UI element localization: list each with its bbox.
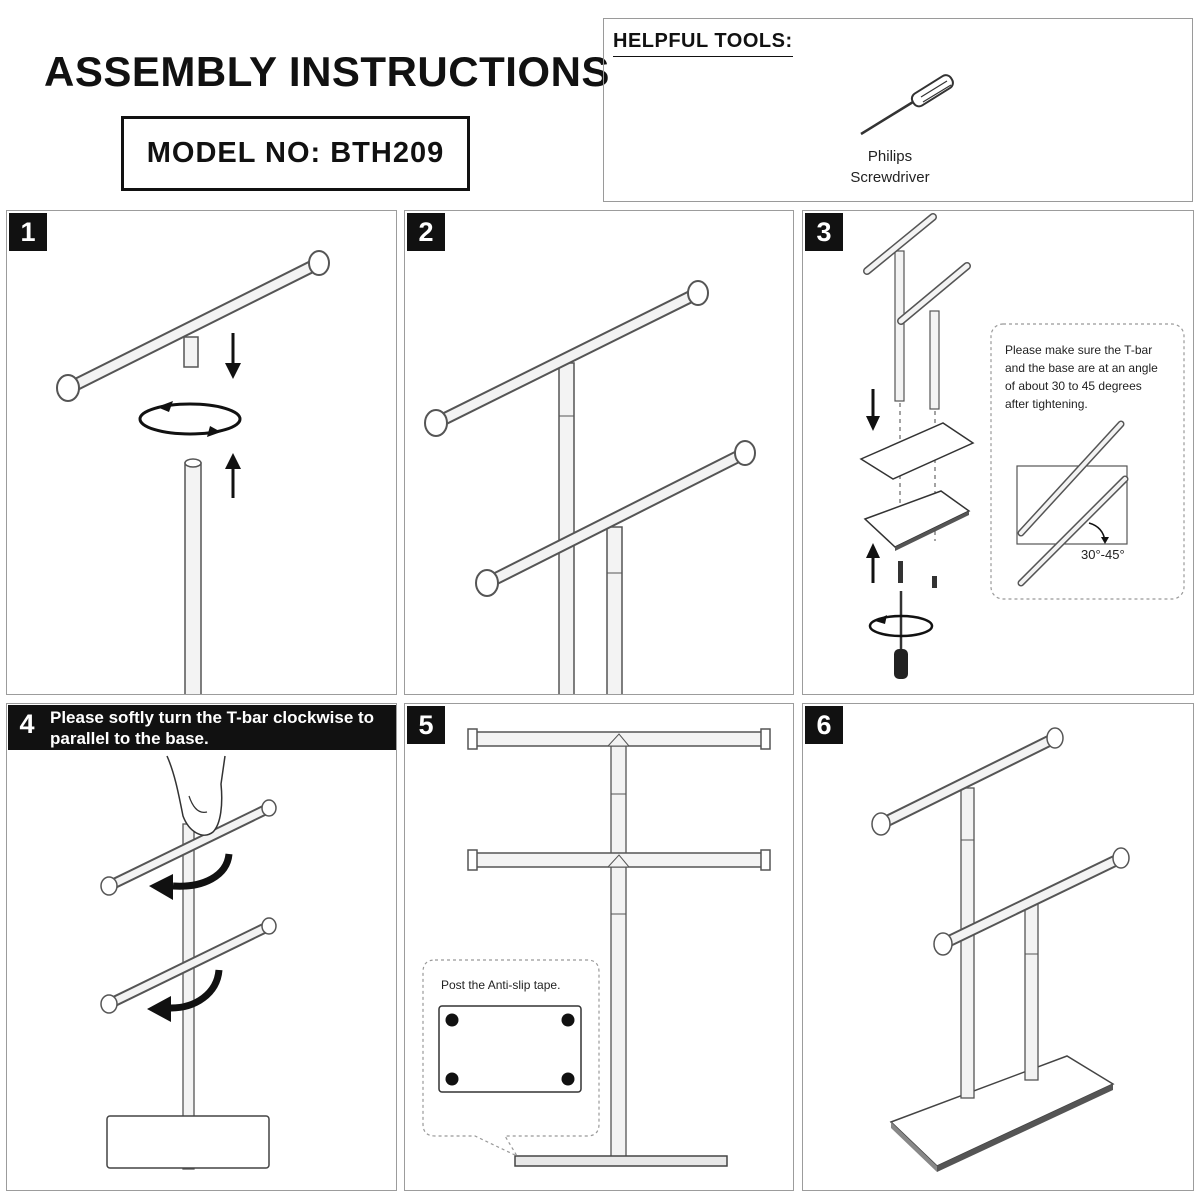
model-number-box: MODEL NO: BTH209 xyxy=(121,116,470,191)
model-number-label: MODEL NO: BTH209 xyxy=(146,137,445,169)
step-3-panel: 3 Please make sure the T-bar and the bas… xyxy=(802,210,1194,695)
step-5-number: 5 xyxy=(407,706,445,744)
step-3-note-line1: Please make sure the T-bar xyxy=(1005,343,1153,357)
step-4-panel xyxy=(6,703,397,1191)
step-6-illustration xyxy=(871,727,1130,1172)
step-4-instruction: Please softly turn the T-bar clockwise t… xyxy=(8,705,396,750)
step-1-panel: 1 xyxy=(6,210,397,695)
step-1-number: 1 xyxy=(9,213,47,251)
step-5-panel: 5 Post the Anti-slip tape. xyxy=(404,703,794,1191)
page-title: ASSEMBLY INSTRUCTIONS xyxy=(44,48,610,95)
step-2-illustration xyxy=(424,280,756,694)
step-3-note-line4: after tightening. xyxy=(1005,397,1088,411)
step-2-panel: 2 xyxy=(404,210,794,695)
step-3-number: 3 xyxy=(805,213,843,251)
step-3-note: Please make sure the T-bar and the base … xyxy=(1005,341,1180,413)
tool-name-line2: Screwdriver xyxy=(850,169,930,186)
step-5-illustration xyxy=(422,728,771,1167)
step-6-number: 6 xyxy=(805,706,843,744)
step-3-note-line3: of about 30 to 45 degrees xyxy=(1005,379,1142,393)
step-4-number: 4 xyxy=(19,708,35,739)
step-3-note-line2: and the base are at an angle xyxy=(1005,361,1158,375)
angle-label: 30°-45° xyxy=(1081,547,1125,562)
step-4-instruction-line2: parallel to the base. xyxy=(50,729,209,748)
tool-name-line1: Philips xyxy=(867,148,913,165)
helpful-tools-title: HELPFUL TOOLS: xyxy=(613,30,793,57)
step-6-panel: 6 xyxy=(802,703,1194,1191)
step-2-number: 2 xyxy=(407,213,445,251)
step-4-illustration xyxy=(100,755,277,1170)
tool-name: Philips Screwdriver xyxy=(800,146,980,188)
helpful-tools-box xyxy=(603,18,1193,202)
screwdriver-icon xyxy=(855,64,965,139)
step-3-illustration xyxy=(859,213,1185,679)
step-5-note: Post the Anti-slip tape. xyxy=(441,978,561,992)
step-4-instruction-line1: Please softly turn the T-bar clockwise t… xyxy=(50,708,375,727)
step-1-illustration xyxy=(56,250,330,694)
